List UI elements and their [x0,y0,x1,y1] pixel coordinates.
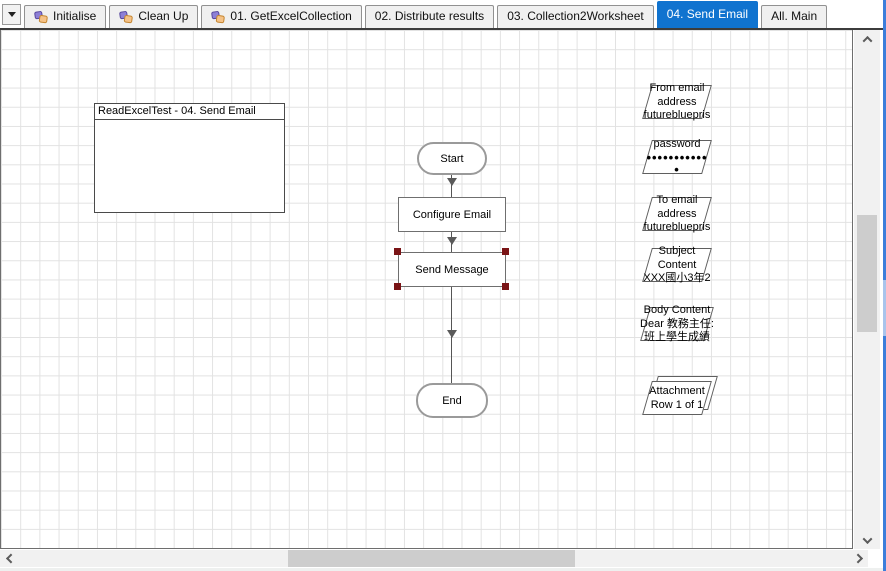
tab-03-collection2worksheet[interactable]: 03. Collection2Worksheet [497,5,654,28]
start-stage[interactable]: Start [417,142,487,175]
selection-handle[interactable] [502,283,509,290]
send-message-stage[interactable]: Send Message [398,252,506,287]
link-arrowhead [447,237,457,245]
scroll-down-button[interactable] [854,531,880,549]
tab-label: Initialise [53,9,97,23]
tab-initialise[interactable]: Initialise [24,5,107,28]
vertical-scrollbar-thumb[interactable] [857,215,877,332]
link-arrowhead [447,178,457,186]
tab-label: Clean Up [138,9,189,23]
tab-label: 03. Collection2Worksheet [507,9,644,23]
tab-label: 02. Distribute results [374,9,485,23]
outer-scrollbar-thumb [883,280,886,336]
horizontal-scrollbar-thumb[interactable] [288,550,575,567]
tab-list-dropdown-button[interactable] [2,4,21,25]
stage-label: Configure Email [412,208,492,221]
selection-handle[interactable] [394,248,401,255]
configure-email-stage[interactable]: Configure Email [398,197,506,232]
bottom-edge-strip [0,567,886,571]
chevron-down-icon [862,533,872,544]
process-page-icon [211,10,226,24]
process-page-icon [119,10,134,24]
stage-label: Start [440,152,464,165]
link-start-to-configure[interactable] [451,175,452,197]
window-frame-border [883,0,886,571]
chevron-left-icon [5,553,16,564]
tab-label: 01. GetExcelCollection [230,9,352,23]
scroll-up-button[interactable] [854,30,880,48]
tab-clean-up[interactable]: Clean Up [109,5,199,28]
data-item-text: From email address futurebluepris [643,82,711,121]
stage-label: Send Message [415,263,489,276]
data-item-text: password ••••••••••• • [646,138,708,177]
data-item-text: Attachment Row 1 of 1 [649,385,705,411]
stage-label: End [442,394,462,407]
tab-bar: Initialise Clean Up 01. GetExcelCollecti… [0,0,886,30]
chevron-up-icon [862,35,872,46]
data-item-text: To email address futurebluepris [643,194,711,233]
tab-02-distribute-results[interactable]: 02. Distribute results [364,5,495,28]
horizontal-scrollbar[interactable] [0,550,868,567]
tab-01-getexcelcollection[interactable]: 01. GetExcelCollection [201,5,362,28]
process-page-icon [34,10,48,24]
tab-all-main[interactable]: All. Main [761,5,828,28]
tab-label: All. Main [771,9,818,23]
process-note-title: ReadExcelTest - 04. Send Email [95,104,284,120]
selection-handle[interactable] [502,248,509,255]
selection-handle[interactable] [394,283,401,290]
process-note-box[interactable]: ReadExcelTest - 04. Send Email [94,103,285,213]
vertical-scrollbar[interactable] [854,30,880,549]
tab-label: 04. Send Email [666,7,749,21]
tab-04-send-email[interactable]: 04. Send Email [656,1,759,28]
process-diagram-canvas[interactable]: ReadExcelTest - 04. Send Email Start Con… [0,30,853,549]
caret-down-icon [7,12,16,17]
scroll-left-button[interactable] [0,550,18,567]
scroll-right-button[interactable] [850,550,868,567]
link-arrowhead [447,330,457,338]
chevron-right-icon [852,553,863,564]
data-item-text: Body Content Dear 教務主任: 班上學生成績 [640,304,714,343]
end-stage[interactable]: End [416,383,488,418]
data-item-text: Subject Content XXX國小3年2 [643,245,711,284]
